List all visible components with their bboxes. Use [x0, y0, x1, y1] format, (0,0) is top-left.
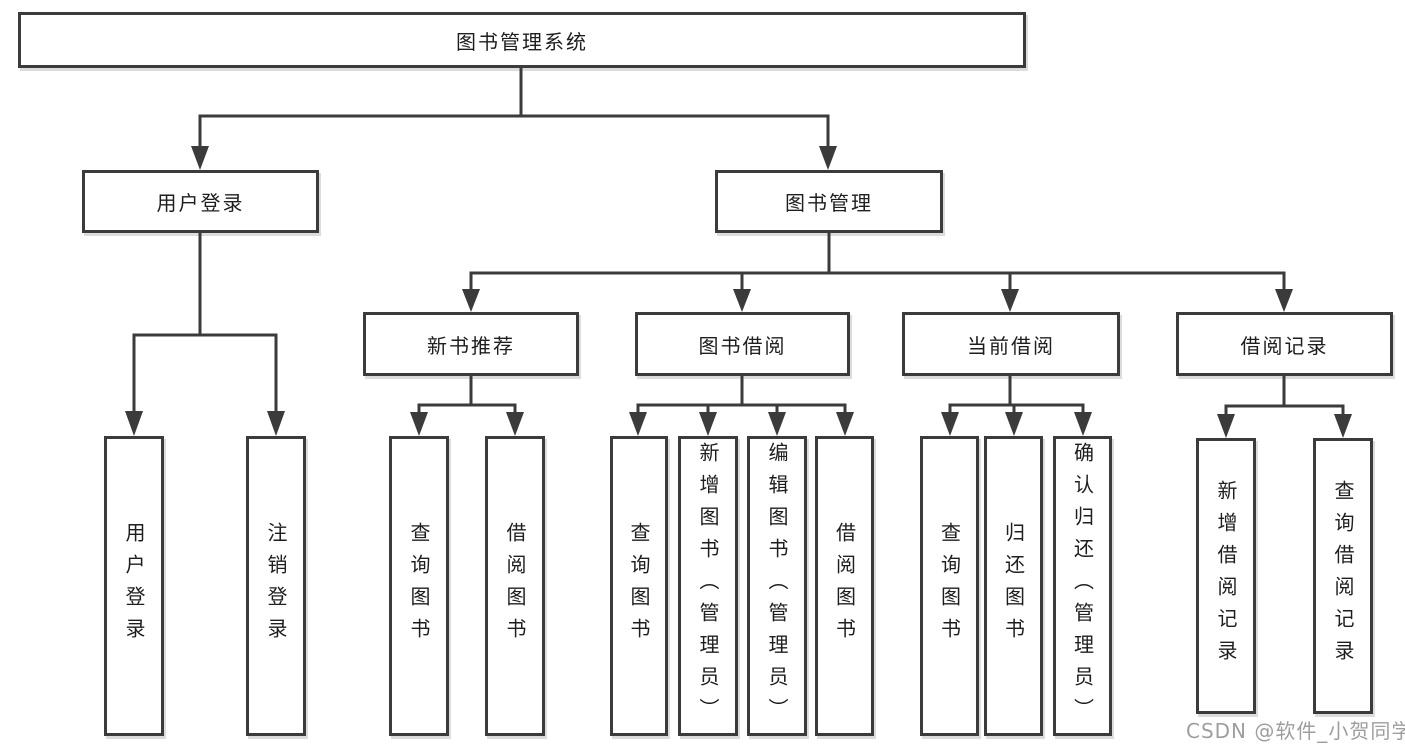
- leaf-bb-add-books: 新增图书（管理员）: [678, 436, 738, 736]
- arrowhead: [768, 412, 786, 436]
- arrowhead: [1001, 289, 1019, 312]
- arrowhead: [506, 412, 524, 436]
- arrowhead: [1217, 414, 1235, 438]
- node-book-mgmt: 图书管理: [715, 170, 943, 233]
- node-user-login: 用户登录: [82, 170, 319, 233]
- node-user-login-label: 用户登录: [156, 191, 245, 215]
- leaf-logout: 注销登录: [246, 436, 306, 736]
- arrowhead: [191, 146, 209, 170]
- node-book-borrow: 图书借阅: [635, 312, 850, 376]
- connector-borrow-records-branch: [1224, 376, 1345, 414]
- connector-user-login-branch: [132, 233, 278, 412]
- arrowhead: [836, 412, 854, 436]
- leaf-nb-query-books: 查询图书: [389, 436, 449, 736]
- node-borrow-records-label: 借阅记录: [1240, 333, 1329, 358]
- arrowhead: [410, 412, 428, 436]
- arrowhead: [699, 412, 717, 436]
- leaf-user-login-label: 用户登录: [122, 522, 146, 650]
- node-current-borrow: 当前借阅: [902, 312, 1120, 376]
- connector-new-book-rec-branch: [417, 376, 517, 413]
- leaf-bb-add-books-label: 新增图书（管理员）: [696, 442, 720, 730]
- node-current-borrow-label: 当前借阅: [967, 333, 1055, 358]
- leaf-nb-borrow-books: 借阅图书: [485, 436, 545, 736]
- connector-book-borrow-branch: [636, 376, 847, 413]
- leaf-bb-borrow-books-label: 借阅图书: [832, 522, 857, 650]
- arrowhead: [629, 412, 647, 436]
- watermark: CSDN @软件_小贺同学: [1186, 719, 1405, 743]
- arrowhead: [733, 289, 751, 312]
- leaf-bb-query-books: 查询图书: [610, 436, 668, 736]
- arrowhead: [267, 411, 285, 436]
- arrowhead: [1074, 412, 1092, 436]
- arrowhead: [462, 289, 480, 312]
- leaf-br-add-record-label: 新增借阅记录: [1214, 480, 1238, 672]
- leaf-bb-borrow-books: 借阅图书: [815, 436, 874, 736]
- leaf-cb-return-books: 归还图书: [984, 436, 1043, 736]
- leaf-cb-return-books-label: 归还图书: [1001, 522, 1026, 650]
- arrowhead: [819, 146, 837, 170]
- leaf-cb-query-books: 查询图书: [920, 436, 979, 736]
- node-book-borrow-label: 图书借阅: [698, 333, 787, 358]
- leaf-user-login: 用户登录: [104, 436, 164, 736]
- arrowhead: [125, 411, 143, 436]
- node-borrow-records: 借阅记录: [1176, 312, 1393, 376]
- leaf-logout-label: 注销登录: [264, 522, 288, 650]
- leaf-br-add-record: 新增借阅记录: [1196, 438, 1256, 714]
- leaf-cb-confirm-return: 确认归还（管理员）: [1053, 436, 1112, 736]
- arrowhead: [1275, 289, 1293, 312]
- arrowhead: [1334, 414, 1352, 438]
- node-root-label: 图书管理系统: [456, 29, 588, 54]
- node-book-mgmt-label: 图书管理: [785, 191, 873, 215]
- leaf-bb-query-books-label: 查询图书: [627, 522, 651, 650]
- connector-book-mgmt-branch: [469, 233, 1286, 290]
- leaf-br-query-record-label: 查询借阅记录: [1331, 480, 1355, 672]
- connector-root-branch: [198, 68, 830, 147]
- arrowhead: [941, 412, 959, 436]
- leaf-nb-borrow-books-label: 借阅图书: [503, 522, 527, 650]
- leaf-nb-query-books-label: 查询图书: [407, 522, 431, 650]
- connector-current-borrow-branch: [948, 376, 1085, 413]
- leaf-bb-edit-books: 编辑图书（管理员）: [747, 436, 807, 736]
- leaf-cb-confirm-return-label: 确认归还（管理员）: [1070, 442, 1095, 730]
- node-root: 图书管理系统: [18, 12, 1026, 68]
- leaf-cb-query-books-label: 查询图书: [937, 522, 962, 650]
- node-new-book-rec: 新书推荐: [363, 312, 579, 376]
- node-new-book-rec-label: 新书推荐: [427, 333, 515, 358]
- leaf-br-query-record: 查询借阅记录: [1313, 438, 1373, 714]
- arrowhead: [1005, 412, 1023, 436]
- leaf-bb-edit-books-label: 编辑图书（管理员）: [765, 442, 789, 730]
